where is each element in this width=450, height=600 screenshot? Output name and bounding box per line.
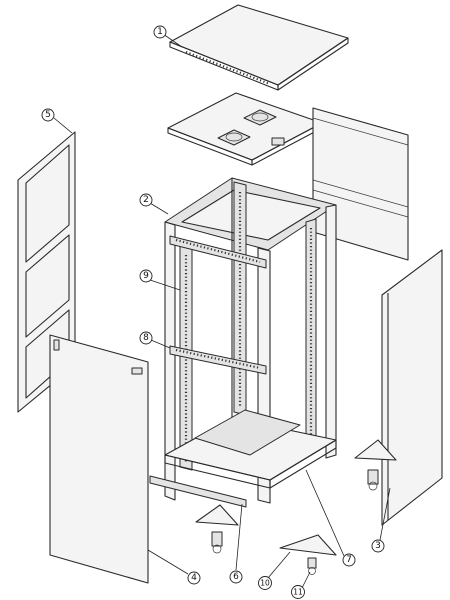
fan-icon bbox=[243, 109, 277, 126]
callout-7: 7 bbox=[342, 553, 356, 567]
cabinet-frame bbox=[164, 177, 337, 504]
leveling-foot-plate bbox=[279, 534, 337, 575]
top-cover bbox=[169, 4, 349, 91]
callout-label: 1 bbox=[157, 27, 163, 37]
callout-label: 5 bbox=[45, 110, 51, 120]
callout-1: 1 bbox=[153, 25, 167, 39]
callout-6: 6 bbox=[229, 570, 243, 584]
callout-3: 3 bbox=[371, 539, 385, 553]
callout-label: 2 bbox=[143, 195, 149, 205]
callout-9: 9 bbox=[139, 269, 153, 283]
callout-label: 3 bbox=[375, 541, 381, 551]
fan-icon bbox=[217, 129, 251, 146]
caster-plate-left bbox=[195, 504, 239, 554]
callout-label: 10 bbox=[260, 579, 270, 588]
leader-lines bbox=[53, 33, 391, 589]
callout-5: 5 bbox=[41, 108, 55, 122]
caster-plate-right bbox=[354, 439, 397, 491]
callout-2: 2 bbox=[139, 193, 153, 207]
callout-label: 4 bbox=[191, 573, 197, 583]
callout-label: 9 bbox=[143, 271, 149, 281]
front-door bbox=[49, 334, 149, 584]
callout-label: 6 bbox=[233, 572, 239, 582]
callout-label: 8 bbox=[143, 333, 149, 343]
back-panel bbox=[312, 107, 409, 261]
callout-label: 7 bbox=[346, 555, 352, 565]
right-side-door bbox=[381, 249, 443, 526]
bottom-rail bbox=[149, 475, 247, 508]
callout-label: 11 bbox=[293, 588, 303, 597]
callout-11: 11 bbox=[291, 585, 305, 599]
callout-8: 8 bbox=[139, 331, 153, 345]
callout-10: 10 bbox=[258, 576, 272, 590]
callout-4: 4 bbox=[187, 571, 201, 585]
roof-plate bbox=[167, 92, 323, 166]
